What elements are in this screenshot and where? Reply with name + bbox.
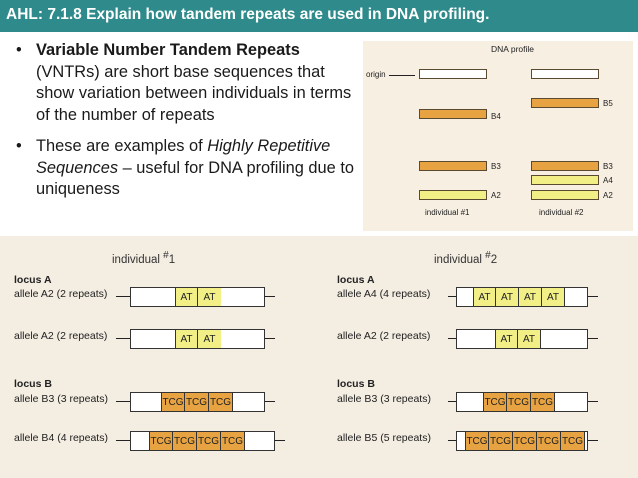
bullet-vntr: • Variable Number Tandem Repeats (VNTRs)… bbox=[14, 40, 354, 126]
repeat-tcg: TCG bbox=[507, 393, 531, 411]
allele-box: AT AT AT AT bbox=[456, 287, 588, 307]
repeat-tcg: TCG bbox=[483, 393, 507, 411]
strand bbox=[265, 401, 275, 402]
repeat-at: AT bbox=[198, 330, 221, 348]
bullet-dot: • bbox=[16, 137, 22, 155]
dna-profile-figure: DNA profile origin B4 B5 B3 B3 A4 A2 A2 … bbox=[363, 41, 633, 231]
strand bbox=[588, 401, 598, 402]
strand bbox=[588, 296, 598, 297]
origin-label: origin bbox=[366, 70, 386, 79]
vntr-term: Variable Number Tandem Repeats bbox=[36, 41, 300, 59]
repeat-tcg: TCG bbox=[185, 393, 209, 411]
allele-box: AT AT bbox=[130, 287, 265, 307]
repeat-tcg: TCG bbox=[161, 393, 185, 411]
band-b4 bbox=[419, 109, 487, 119]
bullet-dot: • bbox=[16, 41, 22, 59]
strand bbox=[265, 338, 275, 339]
allele-box: AT AT bbox=[456, 329, 588, 349]
repeat-at: AT bbox=[175, 330, 198, 348]
band-a2-ind1 bbox=[419, 190, 487, 200]
repeat-tcg: TCG bbox=[209, 393, 233, 411]
band-a2-ind2 bbox=[531, 190, 599, 200]
profile-ind1-label: individual #1 bbox=[425, 208, 470, 217]
hrs-term: Highly Repetitive Sequences bbox=[36, 137, 331, 177]
band-label-a2-ind1: A2 bbox=[491, 191, 501, 200]
band-label-a2-ind2: A2 bbox=[603, 191, 613, 200]
strand bbox=[588, 338, 598, 339]
profile-ind2-label: individual #2 bbox=[539, 208, 584, 217]
strand bbox=[116, 440, 130, 441]
slide-title: AHL: 7.1.8 Explain how tandem repeats ar… bbox=[6, 6, 490, 23]
strand bbox=[275, 440, 285, 441]
repeat-at: AT bbox=[495, 330, 518, 348]
band-label-b5: B5 bbox=[603, 99, 613, 108]
repeat-tcg: TCG bbox=[489, 432, 513, 450]
hrs-prefix: These are examples of bbox=[36, 137, 208, 155]
repeat-at: AT bbox=[519, 288, 542, 306]
allele-diagram: individual #1 individual #2 locus A alle… bbox=[0, 236, 638, 478]
diagram-ind1-label: individual #1 bbox=[112, 250, 176, 266]
strand bbox=[448, 401, 456, 402]
strand bbox=[448, 296, 456, 297]
allele-b3-ind1: allele B3 (3 repeats) bbox=[14, 393, 108, 405]
repeat-tcg: TCG bbox=[173, 432, 197, 450]
locus-a-label-ind2: locus A bbox=[337, 274, 375, 286]
repeat-at: AT bbox=[518, 330, 541, 348]
strand bbox=[116, 401, 130, 402]
band-a4 bbox=[531, 175, 599, 185]
repeat-at: AT bbox=[175, 288, 198, 306]
repeat-tcg: TCG bbox=[537, 432, 561, 450]
origin-well-1 bbox=[419, 69, 487, 79]
allele-b4-ind1: allele B4 (4 repeats) bbox=[14, 432, 108, 444]
allele-box: TCG TCG TCG bbox=[456, 392, 588, 412]
repeat-tcg: TCG bbox=[149, 432, 173, 450]
allele-b5-ind2: allele B5 (5 repeats) bbox=[337, 432, 431, 444]
repeat-at: AT bbox=[542, 288, 565, 306]
repeat-tcg: TCG bbox=[221, 432, 245, 450]
locus-b-label-ind2: locus B bbox=[337, 378, 375, 390]
allele-b3-ind2: allele B3 (3 repeats) bbox=[337, 393, 431, 405]
allele-box: AT AT bbox=[130, 329, 265, 349]
repeat-at: AT bbox=[473, 288, 496, 306]
repeat-at: AT bbox=[496, 288, 519, 306]
allele-box: TCG TCG TCG bbox=[130, 392, 265, 412]
title-bar: AHL: 7.1.8 Explain how tandem repeats ar… bbox=[0, 0, 638, 32]
allele-a2-ind1-a: allele A2 (2 repeats) bbox=[14, 288, 108, 300]
band-b5 bbox=[531, 98, 599, 108]
band-label-b3-ind2: B3 bbox=[603, 162, 613, 171]
bullet-list: • Variable Number Tandem Repeats (VNTRs)… bbox=[14, 40, 354, 211]
band-label-b4: B4 bbox=[491, 112, 501, 121]
bullet-hrs: • These are examples of Highly Repetitiv… bbox=[14, 136, 354, 201]
profile-title: DNA profile bbox=[491, 44, 534, 54]
locus-b-label-ind1: locus B bbox=[14, 378, 52, 390]
repeat-tcg: TCG bbox=[513, 432, 537, 450]
vntr-definition: (VNTRs) are short base sequences that sh… bbox=[36, 62, 352, 124]
band-label-a4: A4 bbox=[603, 176, 613, 185]
strand bbox=[116, 338, 130, 339]
hrs-suffix: – useful for DNA profiling due to unique… bbox=[36, 158, 355, 199]
origin-leader bbox=[389, 75, 415, 76]
allele-a2-ind2: allele A2 (2 repeats) bbox=[337, 330, 431, 342]
allele-a4-ind2: allele A4 (4 repeats) bbox=[337, 288, 431, 300]
diagram-ind2-label: individual #2 bbox=[434, 250, 498, 266]
strand bbox=[588, 440, 598, 441]
allele-box: TCG TCG TCG TCG TCG bbox=[456, 431, 588, 451]
band-b3-ind2 bbox=[531, 161, 599, 171]
origin-well-2 bbox=[531, 69, 599, 79]
band-label-b3-ind1: B3 bbox=[491, 162, 501, 171]
repeat-tcg: TCG bbox=[531, 393, 555, 411]
repeat-tcg: TCG bbox=[561, 432, 585, 450]
strand bbox=[448, 440, 456, 441]
strand bbox=[265, 296, 275, 297]
locus-a-label-ind1: locus A bbox=[14, 274, 52, 286]
band-b3-ind1 bbox=[419, 161, 487, 171]
strand bbox=[448, 338, 456, 339]
strand bbox=[116, 296, 130, 297]
repeat-tcg: TCG bbox=[197, 432, 221, 450]
allele-a2-ind1-b: allele A2 (2 repeats) bbox=[14, 330, 108, 342]
repeat-at: AT bbox=[198, 288, 221, 306]
repeat-tcg: TCG bbox=[465, 432, 489, 450]
allele-box: TCG TCG TCG TCG bbox=[130, 431, 275, 451]
